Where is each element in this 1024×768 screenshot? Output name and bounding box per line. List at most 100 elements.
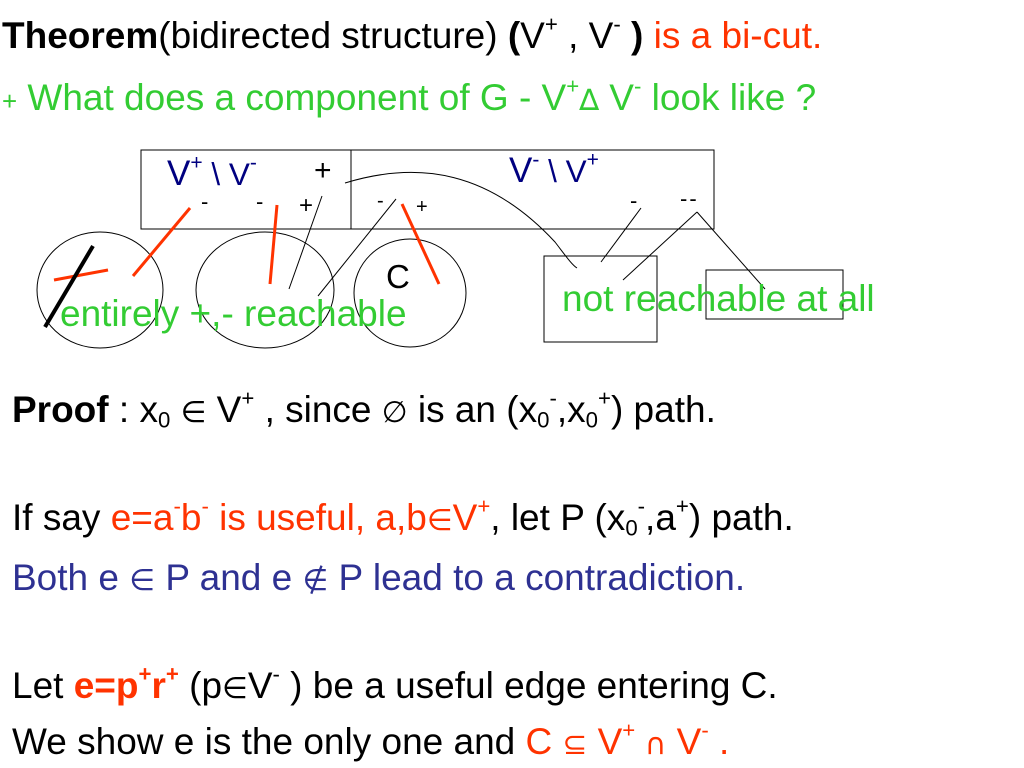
small-box bbox=[705, 269, 844, 320]
not-element-of-symbol: ∉ bbox=[302, 563, 329, 597]
both-t2: P and e bbox=[155, 557, 303, 598]
right-box bbox=[350, 149, 715, 230]
ifsay-sub: 0 bbox=[625, 515, 638, 541]
ifsay-t1: If say bbox=[12, 497, 111, 538]
proof-t4: is an (x bbox=[407, 389, 538, 430]
show-v2: V bbox=[666, 721, 702, 762]
show-line: We show e is the only one and C ⊆ V+ ∩ V… bbox=[12, 719, 730, 766]
show-v: V bbox=[587, 721, 623, 762]
ifsay-b: b bbox=[180, 497, 202, 538]
edge-red-left bbox=[131, 207, 192, 277]
edge-right-dash2 bbox=[696, 211, 766, 290]
sign-7: -- bbox=[680, 186, 699, 211]
ifsay-sup-m1: - bbox=[173, 493, 181, 519]
ifsay-t4: ) path. bbox=[688, 497, 794, 538]
proof-t3: , since bbox=[254, 389, 382, 430]
right-box-sep: \ V bbox=[539, 153, 587, 189]
edge-c-minus bbox=[317, 198, 397, 297]
left-box-sup-minus: - bbox=[249, 151, 257, 175]
ifsay-useful: is useful, a,b bbox=[208, 497, 427, 538]
edge-red-middle bbox=[268, 204, 279, 285]
theorem-v: V bbox=[520, 15, 545, 56]
curve-edge bbox=[344, 171, 578, 269]
edge-right-dash1 bbox=[622, 211, 698, 281]
sign-3: + bbox=[299, 192, 314, 219]
element-of-symbol: ∈ bbox=[129, 563, 156, 597]
theorem-claim: is a bi-cut. bbox=[643, 15, 823, 56]
question-v2: V bbox=[599, 77, 634, 118]
let-t4: ) be a useful edge entering C. bbox=[279, 665, 778, 706]
ifsay-sup-minus: - bbox=[637, 493, 646, 519]
proof-sup-plus: + bbox=[241, 385, 255, 411]
sign-6: - bbox=[630, 188, 638, 213]
proof-sup-plus2: + bbox=[597, 385, 611, 411]
ifsay-v: V bbox=[452, 497, 478, 538]
element-of-symbol: ∈ bbox=[222, 671, 248, 705]
proof-word: Proof bbox=[12, 389, 109, 430]
element-of-symbol: ∈ bbox=[180, 395, 207, 429]
let-t1: Let bbox=[12, 665, 74, 706]
ifsay-sup-plus2: + bbox=[675, 493, 689, 519]
both-t3: P lead to a contradiction. bbox=[328, 557, 746, 598]
theorem-line: Theorem(bidirected structure) (V+ , V- )… bbox=[2, 11, 823, 58]
question-sup-minus: - bbox=[633, 73, 642, 99]
both-t1: Both e bbox=[12, 557, 130, 598]
let-t2: (p bbox=[178, 665, 223, 706]
theorem-sup-plus: + bbox=[544, 11, 558, 37]
left-box-v: V bbox=[167, 154, 191, 193]
let-edge-expr: e=p+r+ bbox=[73, 663, 179, 706]
let-e: e=p bbox=[73, 665, 139, 706]
let-sup-plus1: + bbox=[138, 661, 152, 687]
question-text: What does a component of G - V bbox=[17, 77, 567, 118]
ifsay-e: e=a bbox=[110, 497, 174, 538]
let-line: Let e=p+r+ (p∈V- ) be a useful edge ente… bbox=[12, 661, 778, 710]
theorem-close: ) bbox=[620, 15, 644, 56]
edge-red-c bbox=[400, 203, 441, 285]
proof-sub2: 0 bbox=[585, 407, 598, 433]
show-c: C bbox=[525, 721, 563, 762]
not-reachable-box bbox=[543, 255, 658, 343]
c-label: C bbox=[386, 258, 410, 295]
right-box-sup-plus: + bbox=[586, 148, 599, 172]
ellipse-left bbox=[36, 231, 164, 349]
proof-t6: ) path. bbox=[610, 389, 716, 430]
delta-symbol: ∆ bbox=[579, 83, 600, 117]
ifsay-t2: , let P (x bbox=[490, 497, 626, 538]
subset-expr: C ⊆ V+ ∩ V- . bbox=[525, 719, 730, 762]
slash-black bbox=[43, 244, 95, 329]
theorem-v-minus: , V bbox=[557, 15, 614, 56]
subseteq-symbol: ⊆ bbox=[562, 727, 588, 761]
proof-t1: : x bbox=[108, 389, 158, 430]
right-box-label: V- \ V+ bbox=[509, 148, 599, 191]
if-say-line: If say e=a-b- is useful, a,b∈V+, let P (… bbox=[12, 493, 794, 542]
both-line: Both e ∈ P and e ∉ P lead to a contradic… bbox=[12, 556, 745, 602]
theorem-open: ( bbox=[507, 15, 521, 56]
ifsay-t3: ,a bbox=[645, 497, 676, 538]
let-sup-minus: - bbox=[272, 661, 280, 687]
proof-sub1: 0 bbox=[537, 407, 550, 433]
show-t1: We show e is the only one and bbox=[12, 721, 526, 762]
not-reachable-label: not reachable at all bbox=[562, 278, 875, 319]
show-sup-plus: + bbox=[622, 717, 636, 743]
let-t3: V bbox=[247, 665, 273, 706]
edge-right-minus bbox=[600, 207, 642, 263]
show-sup-minus: - bbox=[701, 717, 709, 743]
show-dot: . bbox=[708, 721, 730, 762]
proof-line: Proof : x0 ∈ V+ , since ∅ is an (x0-,x0+… bbox=[12, 385, 716, 434]
question-line: + What does a component of G - V+∆ V- lo… bbox=[2, 73, 816, 124]
left-box-sep: \ V bbox=[202, 156, 250, 192]
let-sup-plus2: + bbox=[165, 661, 179, 687]
edge-mid-plus bbox=[288, 195, 323, 290]
proof-t2: V bbox=[206, 389, 242, 430]
proof-t5: ,x bbox=[556, 389, 586, 430]
sign-5: + bbox=[416, 196, 428, 218]
proof-sub0: 0 bbox=[157, 407, 171, 433]
question-sup-plus: + bbox=[566, 73, 580, 99]
sign-1: - bbox=[201, 189, 209, 214]
sign-4: - bbox=[377, 190, 384, 212]
right-box-v: V bbox=[509, 151, 533, 190]
sign-2: - bbox=[256, 189, 264, 214]
entirely-reachable-label: entirely +,- reachable bbox=[60, 293, 407, 334]
